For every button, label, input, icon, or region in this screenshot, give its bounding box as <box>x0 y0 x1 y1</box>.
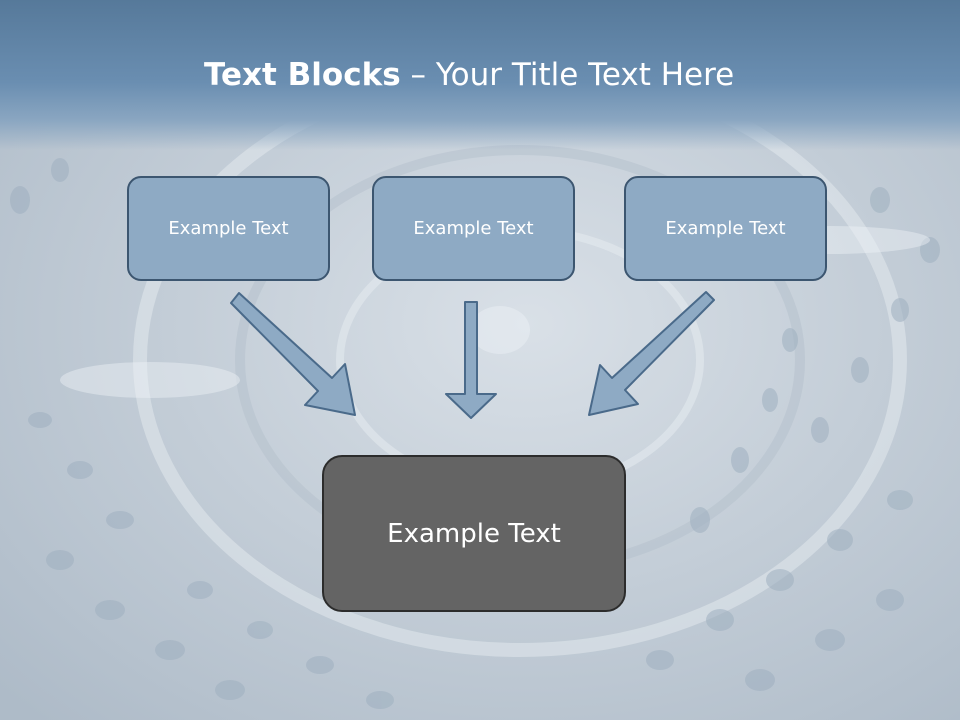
text-block-2[interactable]: Example Text <box>372 176 575 281</box>
title-bold: Text Blocks <box>204 57 401 93</box>
arrow-left <box>230 292 356 416</box>
text-block-2-label: Example Text <box>413 218 534 239</box>
arrow-right <box>588 291 715 416</box>
arrow-center <box>445 301 497 419</box>
text-block-3[interactable]: Example Text <box>624 176 827 281</box>
text-block-main[interactable]: Example Text <box>322 455 626 612</box>
text-block-1[interactable]: Example Text <box>127 176 330 281</box>
page-title: Text Blocks – Your Title Text Here <box>204 55 734 95</box>
title-rest: – Your Title Text Here <box>400 57 735 93</box>
text-block-3-label: Example Text <box>665 218 786 239</box>
title-band <box>0 0 960 150</box>
text-block-1-label: Example Text <box>168 218 289 239</box>
text-block-main-label: Example Text <box>387 518 561 549</box>
